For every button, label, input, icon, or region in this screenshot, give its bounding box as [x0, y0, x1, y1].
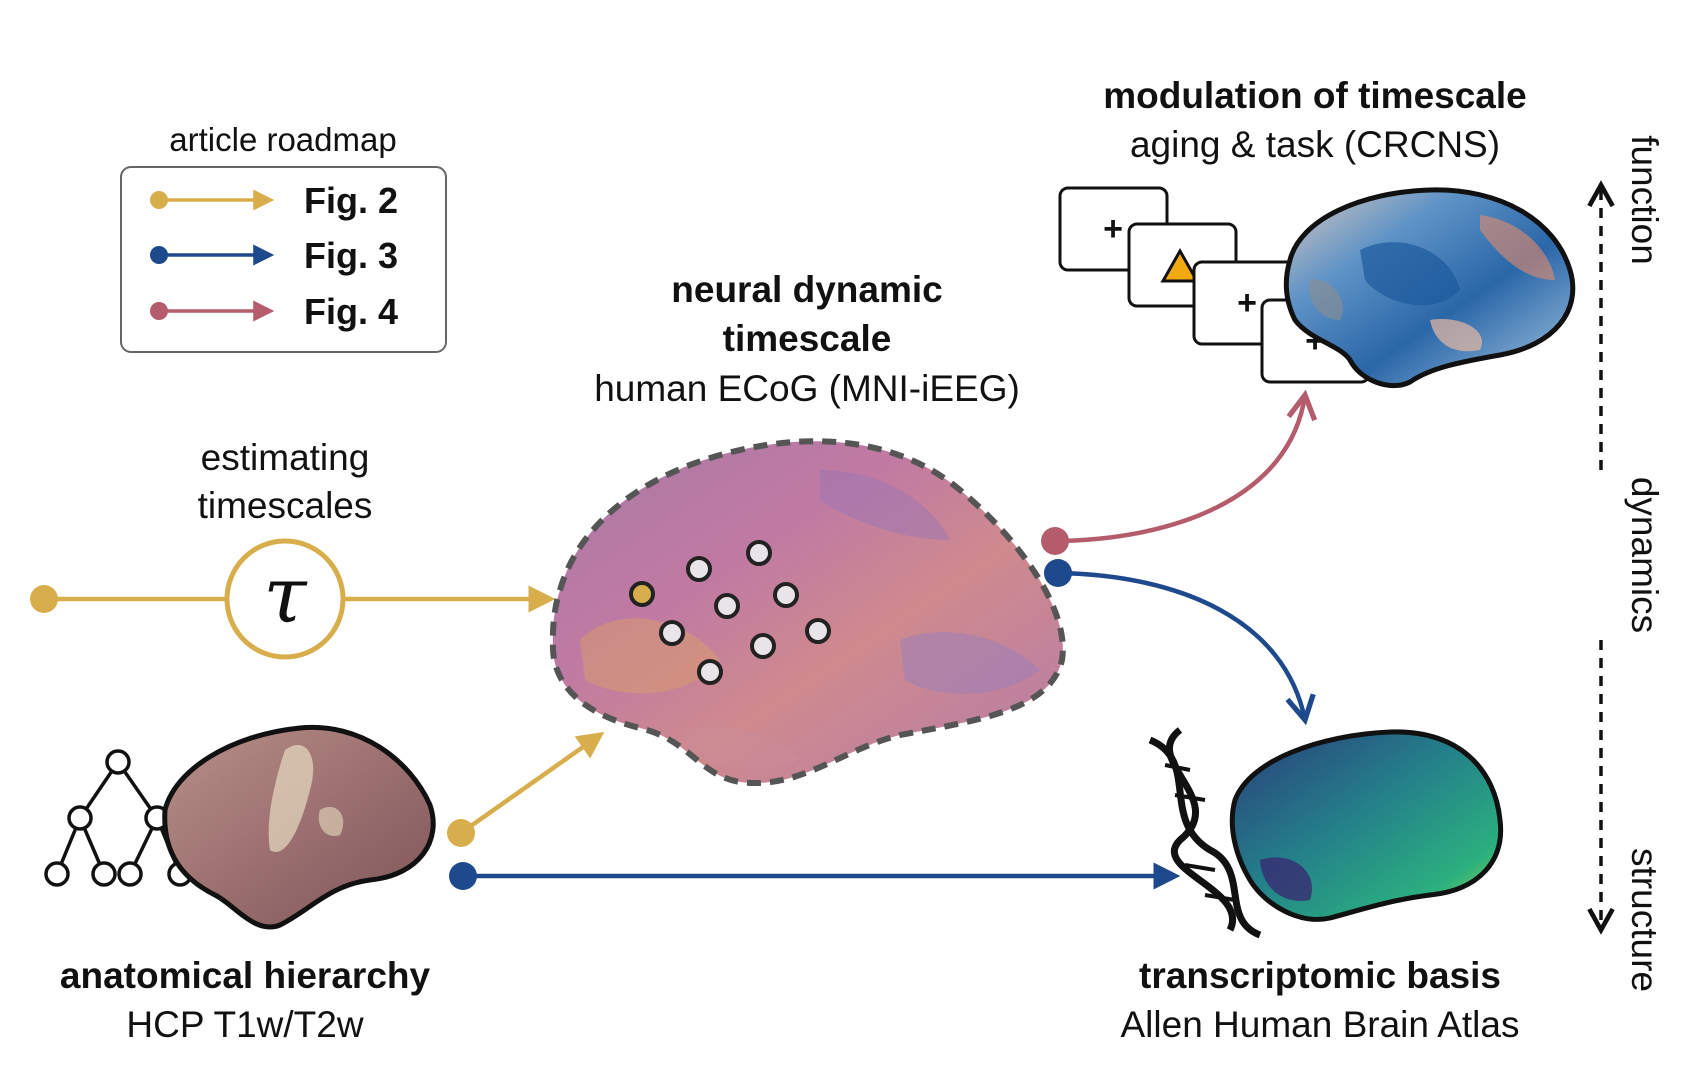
tau-circle	[224, 538, 346, 660]
task-card-symbol: +	[1237, 284, 1257, 322]
neural-section: neural dynamic timescale human ECoG (MNI…	[549, 269, 1066, 787]
arrows	[447, 395, 1305, 890]
estimating-line1: estimating	[201, 437, 370, 478]
task-card-symbol: +	[1103, 210, 1123, 248]
estimating-line2: timescales	[198, 485, 373, 526]
legend-label-fig2: Fig. 2	[304, 180, 398, 221]
electrode	[629, 581, 655, 607]
estimating-timescales: estimating timescales τ	[30, 437, 556, 660]
legend-box	[120, 166, 447, 353]
neural-title-line1: neural dynamic	[671, 269, 942, 310]
legend-item-fig4: Fig. 4	[150, 291, 398, 332]
legend-item-fig3: Fig. 3	[150, 235, 398, 276]
modulation-patch	[1430, 319, 1482, 352]
tau-symbol: τ	[263, 551, 308, 641]
transcriptomic-brain	[1229, 729, 1504, 922]
gold-arrow-anat-to-neural	[459, 731, 605, 835]
neural-subtitle: human ECoG (MNI-iEEG)	[594, 368, 1020, 409]
electrode	[750, 633, 776, 659]
axis-label-function: function	[1624, 135, 1665, 265]
modulation-subtitle: aging & task (CRCNS)	[1130, 124, 1500, 165]
modulation-patch	[1480, 215, 1555, 280]
electrode	[746, 540, 772, 566]
electrode	[697, 659, 723, 685]
rose-arrow-neural-to-mod	[1054, 395, 1305, 544]
transcriptomic-title: transcriptomic basis	[1139, 955, 1501, 996]
transcriptomic-section: transcriptomic basis Allen Human Brain A…	[1121, 727, 1520, 1045]
modulation-patch	[1309, 279, 1343, 320]
neural-patch	[680, 726, 800, 769]
neural-title-line2: timescale	[723, 318, 892, 359]
neural-patch	[580, 618, 720, 694]
neural-patch	[820, 470, 950, 540]
transcriptomic-patch	[1260, 857, 1312, 901]
modulation-section: modulation of timescale aging & task (CR…	[1058, 75, 1576, 389]
modulation-patch	[1360, 242, 1460, 306]
anatomical-patch	[268, 744, 314, 852]
transcriptomic-subtitle: Allen Human Brain Atlas	[1121, 1004, 1520, 1045]
legend-label-fig4: Fig. 4	[304, 291, 398, 332]
anatomical-section: anatomical hierarchy HCP T1w/T2w	[44, 724, 436, 1045]
electrode	[773, 582, 799, 608]
blue-arrow-neural-to-trans	[1057, 570, 1305, 720]
axis-label-structure: structure	[1624, 848, 1665, 992]
electrode	[659, 620, 685, 646]
anatomical-patch	[318, 806, 344, 836]
function-structure-axis: function dynamics structure	[1601, 135, 1665, 992]
neural-patch	[900, 631, 1040, 694]
triangle-stimulus	[1160, 247, 1200, 283]
legend-title: article roadmap	[169, 121, 396, 158]
dna-icon	[1148, 727, 1262, 939]
anatomical-title: anatomical hierarchy	[60, 955, 431, 996]
anatomical-subtitle: HCP T1w/T2w	[126, 1004, 363, 1045]
modulation-title: modulation of timescale	[1103, 75, 1527, 116]
anatomical-brain	[162, 724, 436, 930]
electrode	[686, 556, 712, 582]
legend-label-fig3: Fig. 3	[304, 235, 398, 276]
electrode	[714, 593, 740, 619]
electrode	[805, 618, 831, 644]
legend: article roadmap Fig. 2 Fig. 3 Fig. 4	[120, 121, 447, 353]
axis-label-dynamics: dynamics	[1624, 477, 1665, 633]
legend-item-fig2: Fig. 2	[150, 180, 398, 221]
neural-brain	[549, 438, 1066, 787]
